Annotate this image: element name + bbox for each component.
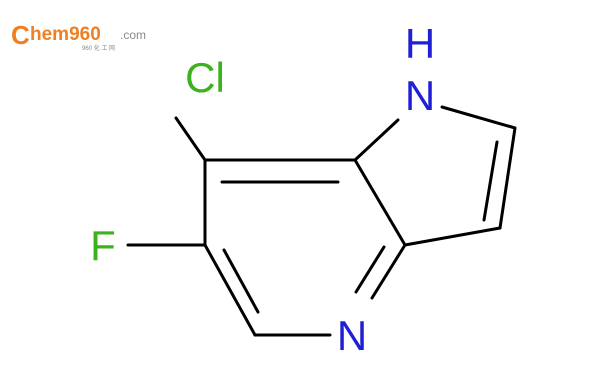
bonds (126, 105, 517, 337)
atom-label-cl: Cl (185, 54, 225, 101)
logo-subtitle: 960 化 工 网 (82, 44, 115, 52)
logo-c-letter: C (11, 20, 30, 50)
bond-c3a-n4 (370, 243, 407, 300)
logo-main-text: hem960 (30, 24, 101, 45)
atom-label-pyridine-n: N (337, 312, 367, 359)
logo-dot-com: .com (120, 28, 146, 42)
bond-c7a-n1 (353, 118, 400, 162)
bond-c7a-c3a (353, 158, 407, 247)
atom-label-nh-n: N (405, 72, 435, 119)
bond-c2-c3-inner (482, 140, 499, 222)
chem960-logo[interactable]: C hem960 .com 960 化 工 网 (11, 20, 146, 52)
atom-label-nh-h: H (405, 20, 435, 67)
bond-c7-cl (174, 116, 207, 162)
bond-n1-c2 (440, 105, 517, 130)
bond-c5-c6 (203, 243, 257, 337)
bond-c5-c6-inner (222, 248, 260, 314)
bond-c3a-n4-inner (354, 245, 386, 294)
bond-c3-c3a (403, 226, 502, 247)
atom-label-f: F (90, 222, 116, 269)
bond-c2-c3 (498, 126, 517, 230)
atom-labels: Cl F H N N (90, 20, 435, 359)
